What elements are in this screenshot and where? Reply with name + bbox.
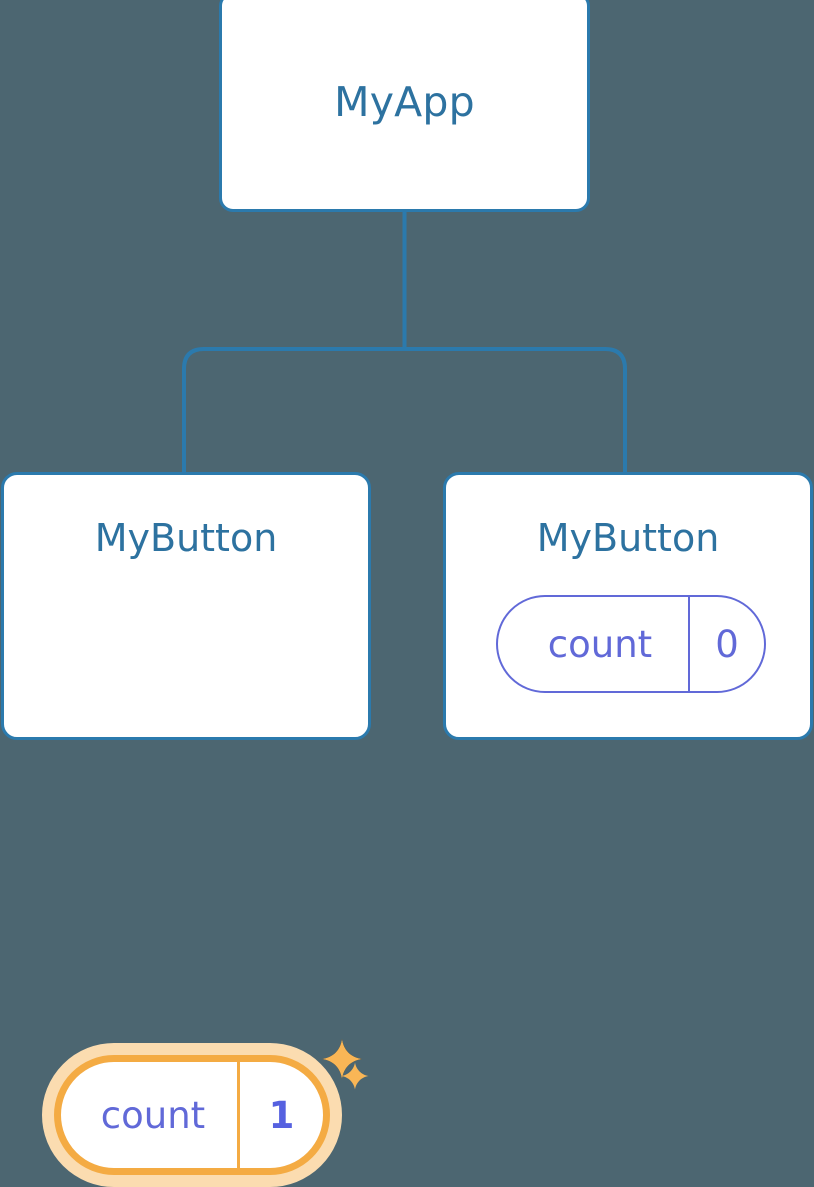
prop-key-count: count xyxy=(547,622,653,666)
prop-value-count: 0 xyxy=(688,597,764,691)
node-mybutton-left-title: MyButton xyxy=(94,516,278,560)
prop-key-count: count xyxy=(100,1093,206,1137)
node-mybutton-left[interactable]: MyButton count 1 xyxy=(1,472,371,1187)
node-mybutton-right[interactable]: MyButton count 0 xyxy=(443,472,813,740)
prop-pill-body[interactable]: count 1 xyxy=(54,1055,330,1175)
connector-branch-left xyxy=(182,347,405,472)
node-mybutton-right-title: MyButton xyxy=(536,516,720,560)
connector-branch-right xyxy=(404,347,627,472)
prop-value-count: 1 xyxy=(237,1062,323,1168)
prop-pill-count-plain[interactable]: count 0 xyxy=(496,595,766,693)
node-myapp[interactable]: MyApp xyxy=(219,0,590,212)
node-myapp-title: MyApp xyxy=(334,77,475,126)
sparkle-small-icon xyxy=(341,1062,369,1090)
prop-pill-count-highlighted[interactable]: count 1 xyxy=(42,1043,342,1187)
